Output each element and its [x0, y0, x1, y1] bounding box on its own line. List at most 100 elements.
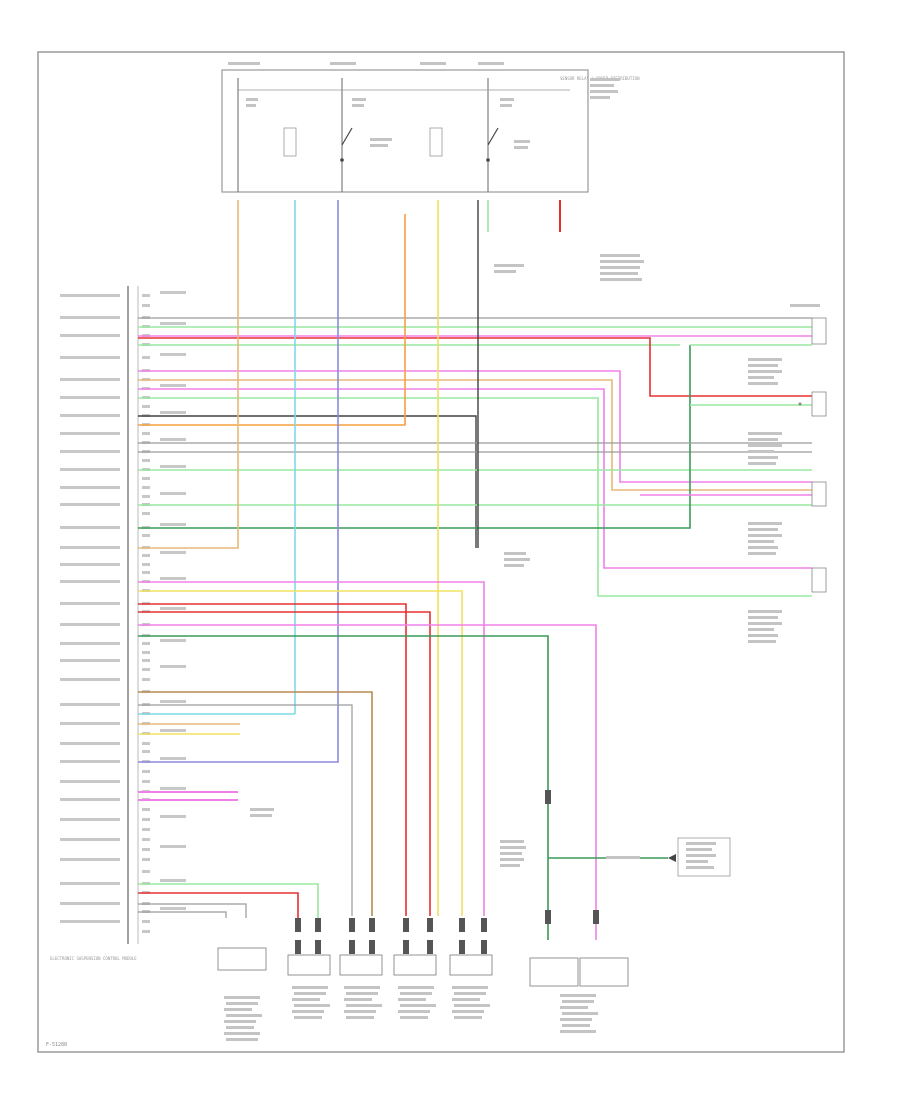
- module-pin-number: [142, 818, 150, 821]
- module-pin-label: [60, 580, 120, 583]
- lf-position-sensor: [811, 317, 827, 345]
- bottom-label-compressor: [562, 1000, 594, 1003]
- wire-orange-ret: [138, 214, 406, 426]
- module-pin-label: [60, 356, 120, 359]
- bottom-label-lf-damper: [294, 992, 326, 995]
- module-pin-label: [60, 642, 120, 645]
- module-pin-label: [60, 722, 120, 725]
- connector-terminal: [427, 918, 433, 932]
- wire-color-code: [160, 353, 186, 356]
- connector-terminal: [295, 918, 301, 932]
- bottom-label-switch: [226, 1014, 262, 1017]
- bottom-label-compressor: [560, 994, 596, 997]
- wire-rr-damper: [138, 388, 812, 569]
- wire-color-code: [160, 879, 186, 882]
- module-pin-number: [142, 780, 150, 783]
- wire-color-code: [160, 845, 186, 848]
- wire-grn-ctrl: [138, 635, 549, 940]
- module-pin-number: [142, 304, 150, 307]
- connector-terminal: [481, 940, 487, 954]
- wire-color-code: [160, 577, 186, 580]
- module-pin-label: [60, 546, 120, 549]
- bottom-label-lf-damper: [292, 1010, 324, 1013]
- wire-gnd-a: [138, 903, 247, 918]
- module-pin-label: [60, 920, 120, 923]
- wire-color-code: [160, 757, 186, 760]
- module-pin-number: [142, 477, 150, 480]
- connector-terminal: [459, 940, 465, 954]
- module-pin-label: [60, 838, 120, 841]
- connector-terminal: [295, 940, 301, 954]
- module-pin-label: [60, 294, 120, 297]
- module-pin-label: [60, 798, 120, 801]
- wire-color-code: [160, 729, 186, 732]
- wire-batt-v: [138, 200, 239, 549]
- connector-terminal: [427, 940, 433, 954]
- wire-color-code: [160, 787, 186, 790]
- bottom-label-lf-damper: [294, 1004, 330, 1007]
- module-pin-number: [142, 571, 150, 574]
- module-pin-number: [142, 678, 150, 681]
- connector-terminal: [545, 910, 551, 924]
- module-pin-label: [60, 602, 120, 605]
- rr-position-sensor: [811, 567, 827, 593]
- module-pin-label: [60, 334, 120, 337]
- connector-terminal: [403, 940, 409, 954]
- compressor-relay-icon: [283, 127, 353, 162]
- connector-terminal: [349, 918, 355, 932]
- wire-color-code: [160, 291, 186, 294]
- bottom-label-compressor: [560, 1030, 596, 1033]
- module-pin-label: [60, 760, 120, 763]
- bottom-label-switch: [224, 1020, 256, 1023]
- connector-terminal: [369, 940, 375, 954]
- wire-color-code: [160, 639, 186, 642]
- wire-lr-ctrl2: [138, 624, 597, 940]
- bottom-label-switch: [224, 996, 260, 999]
- module-pin-label: [60, 450, 120, 453]
- rr-damper-box: [449, 954, 493, 976]
- bottom-label-compressor: [560, 1006, 588, 1009]
- bottom-label-lf-damper: [292, 998, 320, 1001]
- connector-terminal: [403, 918, 409, 932]
- bottom-label-switch: [224, 1008, 252, 1011]
- lr-damper-box: [393, 954, 437, 976]
- wire-ground-1: [138, 415, 477, 548]
- right-components: [250, 254, 827, 877]
- compressor-box-a: [529, 957, 579, 987]
- bottom-label-compressor: [562, 1012, 598, 1015]
- wire-rf-ctrl: [138, 611, 431, 916]
- rf-position-sensor: [798, 391, 827, 417]
- wire-relay-ctrl: [138, 691, 373, 916]
- control-module: ELECTRONIC SUSPENSION CONTROL MODULE: [50, 286, 186, 961]
- bottom-label-switch: [226, 1038, 258, 1041]
- bottom-label-rf-damper: [346, 1004, 382, 1007]
- bottom-label-lr-damper: [398, 986, 434, 989]
- bottom-components: [217, 790, 629, 1041]
- module-pin-label: [60, 902, 120, 905]
- wire-color-code: [160, 411, 186, 414]
- wire-lr-ctrl: [138, 590, 463, 916]
- module-pin-number: [142, 294, 150, 297]
- bottom-label-switch: [226, 1026, 254, 1029]
- connector-terminal: [315, 940, 321, 954]
- bottom-label-lr-damper: [398, 998, 426, 1001]
- top-relay-box: SENSOR RELAY / POWER DISTRIBUTION: [221, 62, 640, 193]
- module-pin-number: [142, 432, 150, 435]
- module-pin-number: [142, 838, 150, 841]
- module-pin-label: [60, 678, 120, 681]
- module-pin-number: [142, 405, 150, 408]
- module-pin-number: [142, 930, 150, 933]
- bottom-label-lr-damper: [400, 992, 432, 995]
- switch-box: [217, 947, 267, 971]
- module-pin-label: [60, 703, 120, 706]
- module-pin-number: [142, 828, 150, 831]
- bottom-label-lr-damper: [400, 1004, 436, 1007]
- connector-terminal: [545, 790, 551, 804]
- bottom-label-rr-damper: [454, 992, 486, 995]
- module-pin-number: [142, 642, 150, 645]
- module-pin-number: [142, 356, 150, 359]
- wire-lf-sw: [138, 883, 319, 918]
- wire-color-code: [160, 492, 186, 495]
- module-pin-label: [60, 780, 120, 783]
